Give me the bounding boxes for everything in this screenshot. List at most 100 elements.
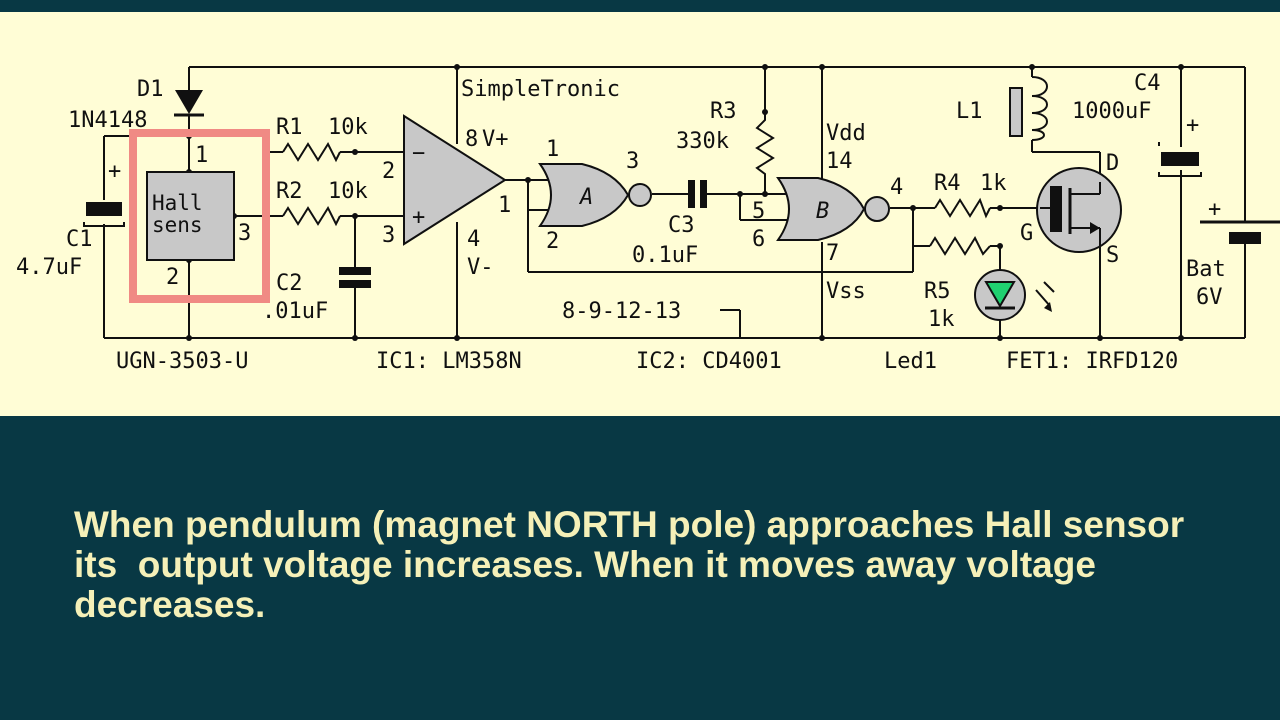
c1-value-label: 4.7uF bbox=[16, 255, 82, 280]
r4-resistor-symbol bbox=[934, 197, 991, 219]
ic1-part-label: IC1: LM358N bbox=[376, 349, 522, 374]
schematic-svg: SimpleTronic D1 1N4148 + C1 4.7uF Hall s… bbox=[16, 64, 1280, 374]
r4-label: R4 bbox=[934, 171, 961, 196]
c1-plus-label: + bbox=[108, 159, 121, 184]
battery-symbol bbox=[1200, 220, 1280, 244]
junction-dot bbox=[1097, 335, 1103, 341]
opamp-vminus-label: V- bbox=[467, 255, 494, 280]
fet-d-label: D bbox=[1106, 151, 1119, 176]
hall-label-line1: Hall bbox=[152, 191, 203, 215]
junction-dot bbox=[454, 335, 460, 341]
gate-b-pin5-label: 5 bbox=[752, 199, 765, 224]
gate-a-pin2-label: 2 bbox=[546, 229, 559, 254]
r3-label: R3 bbox=[710, 99, 737, 124]
opamp-pin3-label: 3 bbox=[382, 223, 395, 248]
r5-value-label: 1k bbox=[928, 307, 955, 332]
r1-label: R1 bbox=[276, 115, 303, 140]
opamp-pin4-label: 4 bbox=[467, 227, 480, 252]
d1-label: D1 bbox=[137, 77, 164, 102]
c4-plus-label: + bbox=[1186, 113, 1199, 138]
ic2-part-label: IC2: CD4001 bbox=[636, 349, 782, 374]
c4-value-label: 1000uF bbox=[1072, 99, 1151, 124]
gate-b-pin4-label: 4 bbox=[890, 175, 903, 200]
gate-a-pin1-label: 1 bbox=[546, 137, 559, 162]
fet-g-label: G bbox=[1020, 221, 1033, 246]
fet-part-label: FET1: IRFD120 bbox=[1006, 349, 1178, 374]
r5-label: R5 bbox=[924, 279, 951, 304]
r2-value-label: 10k bbox=[328, 179, 368, 204]
bat-label: Bat bbox=[1186, 257, 1226, 282]
junction-dot bbox=[1178, 335, 1184, 341]
top-strip bbox=[0, 0, 1280, 12]
gate-b-nor-symbol bbox=[776, 177, 866, 241]
fet1-symbol bbox=[1036, 167, 1122, 253]
junction-dot bbox=[352, 335, 358, 341]
r4-value-label: 1k bbox=[980, 171, 1007, 196]
opamp-pin2-label: 2 bbox=[382, 159, 395, 184]
hall-pin1-label: 1 bbox=[195, 143, 208, 168]
c2-label: C2 bbox=[276, 271, 303, 296]
bat-value-label: 6V bbox=[1196, 285, 1223, 310]
junction-dot bbox=[762, 191, 768, 197]
vdd-label: Vdd bbox=[826, 121, 866, 146]
led-part-label: Led1 bbox=[884, 349, 937, 374]
junction-dot bbox=[737, 191, 743, 197]
junction-dot bbox=[819, 335, 825, 341]
junction-dot bbox=[997, 205, 1003, 211]
d1-part-label: 1N4148 bbox=[68, 108, 147, 133]
r2-label: R2 bbox=[276, 179, 303, 204]
opamp-vplus-label: V+ bbox=[482, 127, 509, 152]
c2-value-label: .01uF bbox=[262, 299, 328, 324]
junction-dot bbox=[352, 149, 358, 155]
gate-b-label: B bbox=[816, 199, 829, 224]
r1-resistor-symbol bbox=[282, 141, 341, 163]
c1-capacitor-symbol bbox=[83, 202, 125, 227]
brand-label: SimpleTronic bbox=[461, 77, 620, 102]
opamp-ic1-symbol bbox=[403, 114, 507, 246]
junction-dot bbox=[997, 243, 1003, 249]
opamp-minus-label: − bbox=[412, 141, 425, 166]
gate-a-pin3-label: 3 bbox=[626, 149, 639, 174]
junction-dot bbox=[454, 64, 460, 70]
hall-sensor-block bbox=[146, 171, 235, 261]
junction-dot bbox=[525, 177, 531, 183]
junction-dot bbox=[1178, 64, 1184, 70]
gate-b-pin6-label: 6 bbox=[752, 227, 765, 252]
hall-label-line2: sens bbox=[152, 213, 203, 237]
opamp-plus-label: + bbox=[412, 205, 425, 230]
r3-resistor-symbol bbox=[755, 112, 775, 180]
c2-capacitor-symbol bbox=[339, 267, 371, 288]
r5-resistor-symbol bbox=[929, 235, 991, 256]
c4-label: C4 bbox=[1134, 71, 1161, 96]
c3-capacitor-symbol bbox=[688, 180, 707, 208]
junction-dot bbox=[997, 335, 1003, 341]
gate-a-label: A bbox=[578, 185, 593, 210]
l1-label: L1 bbox=[956, 99, 983, 124]
bat-plus-label: + bbox=[1208, 197, 1221, 222]
led1-symbol bbox=[974, 269, 1055, 321]
fet-s-label: S bbox=[1106, 243, 1119, 268]
opamp-pin8-label: 8 bbox=[465, 127, 478, 152]
junction-dot bbox=[910, 205, 916, 211]
junction-dot bbox=[819, 64, 825, 70]
c3-label: C3 bbox=[668, 213, 695, 238]
d1-diode-symbol bbox=[174, 90, 204, 117]
vss-label: Vss bbox=[826, 279, 866, 304]
l1-inductor-symbol bbox=[1009, 76, 1048, 141]
hall-sensor-highlight bbox=[129, 129, 270, 303]
unused-pins-label: 8-9-12-13 bbox=[562, 299, 681, 324]
r2-resistor-symbol bbox=[282, 205, 341, 227]
junction-dot bbox=[352, 213, 358, 219]
junction-dot bbox=[1029, 64, 1035, 70]
hall-pin2-label: 2 bbox=[166, 265, 179, 290]
c4-capacitor-symbol bbox=[1158, 142, 1202, 177]
gate-b-pin7-label: 7 bbox=[826, 241, 839, 266]
r1-value-label: 10k bbox=[328, 115, 368, 140]
gate-b-bubble bbox=[864, 196, 890, 222]
opamp-pin1-label: 1 bbox=[498, 193, 511, 218]
gate-a-nor-symbol bbox=[538, 163, 630, 227]
junction-dot bbox=[762, 64, 768, 70]
gate-a-bubble bbox=[628, 183, 652, 207]
vdd-pin-label: 14 bbox=[826, 149, 853, 174]
hall-part-label: UGN-3503-U bbox=[116, 349, 248, 374]
